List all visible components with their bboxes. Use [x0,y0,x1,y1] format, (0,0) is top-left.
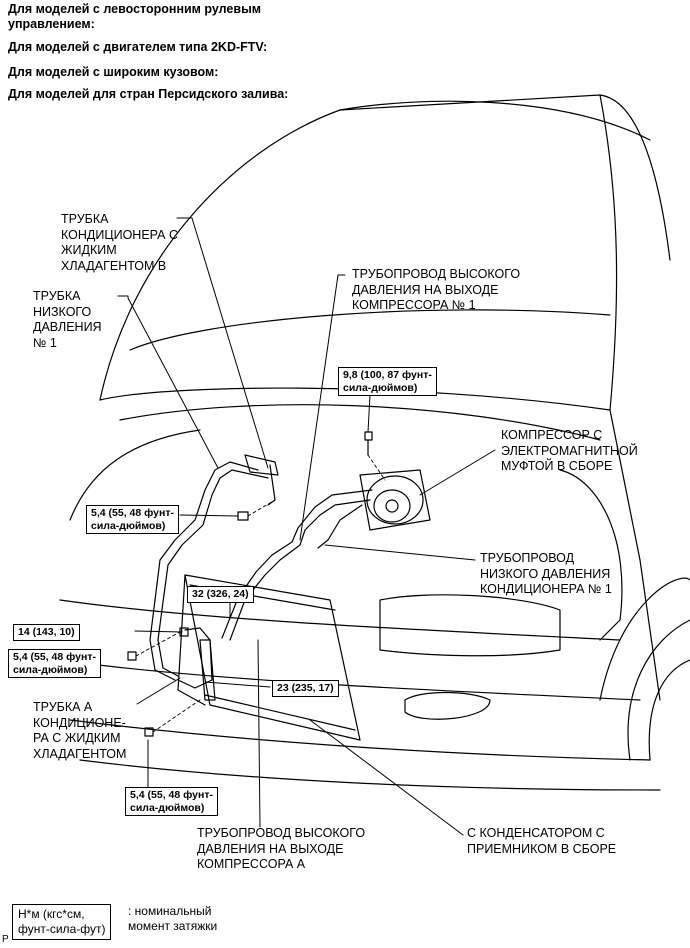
hood-line [99,387,611,411]
bumper-low [69,719,651,761]
label-compressor: КОМПРЕССОР С ЭЛЕКТРОМАГНИТНОЙ МУФТОЙ В С… [501,428,638,473]
install-line-upper [247,499,276,517]
leader-discharge-a [257,639,261,828]
a-pillar [599,94,618,411]
leader-liquid-a [136,677,181,705]
leader-t-23 [204,681,271,688]
leader-discharge-1 [299,274,346,541]
legend-torque-text: : номинальный момент затяжки [128,904,218,933]
windshield-lower-edge [129,309,611,351]
headlamp-housing [559,469,623,641]
roof-edge [339,100,651,141]
bumper-top [59,599,621,641]
door-edge [609,409,661,701]
label-liquid-tube-a: ТРУБКА А КОНДИЦИОНЕ- РА С ЖИДКИМ ХЛАДАГЕ… [33,700,127,761]
bumper-bottom [79,759,661,791]
label-discharge-pipe-1: ТРУБОПРОВОД ВЫСОКОГО ДАВЛЕНИЯ НА ВЫХОДЕ … [352,267,521,312]
compressor-hub [385,499,399,513]
pipe-low-pressure-b [157,469,269,677]
hood-curve [119,404,601,441]
wheel-arch [599,577,690,701]
install-line-left [135,631,181,657]
leader-low-pressure [117,295,219,469]
pipe-suction [317,504,363,549]
receiver-tank [199,639,216,701]
label-suction-pipe: ТРУБОПРОВОД НИЗКОГО ДАВЛЕНИЯ КОНДИЦИОНЕР… [480,551,612,596]
bolt-lower [144,727,154,737]
torque-left-bolt: 5,4 (55, 48 фунт- сила-дюймов) [8,649,101,678]
install-line-lower [152,699,201,733]
pipe-liquid-b [267,464,276,506]
label-discharge-pipe-a: ТРУБОПРОВОД ВЫСОКОГО ДАВЛЕНИЯ НА ВЫХОДЕ … [197,826,366,871]
header-body: Для моделей с широким кузовом: [8,65,219,79]
leader-condenser [309,719,464,836]
leader-liquid-b [176,217,269,469]
windshield-outline [99,94,671,401]
legend-torque-box: Н*м (кгс*см, фунт-сила-фут) [12,904,112,940]
torque-32: 32 (326, 24) [187,586,254,603]
leader-suction [324,544,476,561]
torque-lower-bolt: 5,4 (55, 48 фунт- сила-дюймов) [125,787,218,816]
label-condenser: С КОНДЕНСАТОРОМ С ПРИЕМНИКОМ В СБОРЕ [467,826,617,856]
torque-23: 23 (235, 17) [272,680,339,697]
bolt-upper [237,511,249,521]
condenser-tank-left [177,574,206,706]
label-low-pressure-tube: ТРУБКА НИЗКОГО ДАВЛЕНИЯ № 1 [33,289,102,350]
compressor-pulley [373,489,411,523]
tire [627,619,690,761]
bolt-mid [179,627,189,637]
torque-upper-bolt: 5,4 (55, 48 фунт- сила-дюймов) [86,505,179,534]
pipe-liquid-a [177,627,213,689]
pipe-low-pressure [149,461,259,681]
fog-lamp [404,691,491,720]
corner-mark: P [2,934,9,945]
condenser-fins-bottom [204,694,356,731]
torque-14: 14 (143, 10) [13,624,80,641]
pipe-bracket [244,454,279,476]
tire-inner [648,659,690,761]
compressor-housing [359,469,431,531]
torque-compressor-bolt: 9,8 (100, 87 фунт- сила-дюймов) [338,367,437,396]
header-region: Для моделей для стран Персидского залива… [8,87,289,101]
bolt-left [127,651,137,661]
leader-t-14 [134,630,183,633]
grille-opening [379,594,561,657]
leader-t-compressor [367,394,371,433]
bolt-compressor [364,431,373,456]
header-engine: Для моделей с двигателем типа 2KD-FTV: [8,40,268,54]
leader-t-upper [179,514,239,517]
install-line-compressor [367,454,386,481]
leader-compressor [419,449,496,496]
label-liquid-tube-b: ТРУБКА КОНДИЦИОНЕРА С ЖИДКИМ ХЛАДАГЕНТОМ… [61,212,178,273]
body-front [69,429,201,521]
